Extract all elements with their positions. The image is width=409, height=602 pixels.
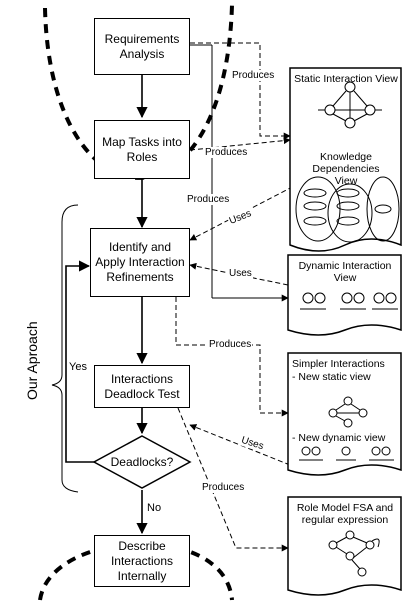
yes-loop (65, 260, 95, 463)
produces-label-2: Produces (204, 147, 249, 158)
identify-refinements-label: Identify and Apply Interaction Refinemen… (95, 240, 185, 284)
dash-identify-simpler (175, 297, 289, 417)
map-tasks-box: Map Tasks into Roles (94, 120, 190, 179)
simpler-sketch (299, 396, 394, 461)
simpler-title: Simpler Interactions (292, 358, 385, 370)
describe-interactions-box: Describe Interactions Internally (94, 535, 190, 587)
identify-refinements-box: Identify and Apply Interaction Refinemen… (90, 228, 190, 297)
decision-diamond (92, 435, 192, 489)
our-approach-label: Our Aproach (24, 321, 40, 400)
yes-label: Yes (68, 361, 88, 373)
requirements-analysis-label: Requirements Analysis (104, 31, 180, 61)
deadlock-test-box: Interactions Deadlock Test (94, 365, 190, 408)
describe-interactions-label: Describe Interactions Internally (110, 538, 174, 583)
produces-label-4: Produces (208, 339, 253, 350)
deadlock-test-label: Interactions Deadlock Test (104, 371, 180, 401)
dynamic-view-title: Dynamic Interaction View (298, 260, 392, 284)
dash-req-static (190, 42, 291, 140)
produces-label-3: Produces (186, 194, 231, 205)
fsa-sketch (328, 530, 380, 577)
new-dynamic-label: - New dynamic view (292, 432, 386, 444)
no-label: No (146, 502, 163, 514)
uses-label-2: Uses (228, 268, 253, 279)
static-view-title: Static Interaction View (294, 73, 398, 85)
produces-label-5: Produces (201, 482, 246, 493)
dynamic-sketch (300, 292, 398, 310)
produces-label-1: Produces (231, 70, 276, 81)
requirements-analysis-box: Requirements Analysis (94, 18, 190, 75)
map-tasks-label: Map Tasks into Roles (102, 134, 182, 164)
fsa-doc (287, 496, 402, 596)
new-static-label: - New static view (292, 371, 371, 383)
deadlocks-decision-label: Deadlocks? (110, 455, 174, 469)
static-graph-sketch (318, 81, 382, 129)
dash-test-fsa (177, 407, 289, 552)
dash-simpler-test (189, 424, 291, 466)
knowledge-sketch (295, 176, 400, 243)
knowledge-view-title: Knowledge Dependencies View (312, 151, 380, 187)
fsa-title: Role Model FSA and regular expression (296, 502, 394, 526)
dash-knowledge-identify (189, 182, 301, 241)
approach-bracket (51, 204, 79, 493)
dynamic-view-doc (287, 254, 402, 336)
simpler-view-doc (287, 352, 402, 476)
